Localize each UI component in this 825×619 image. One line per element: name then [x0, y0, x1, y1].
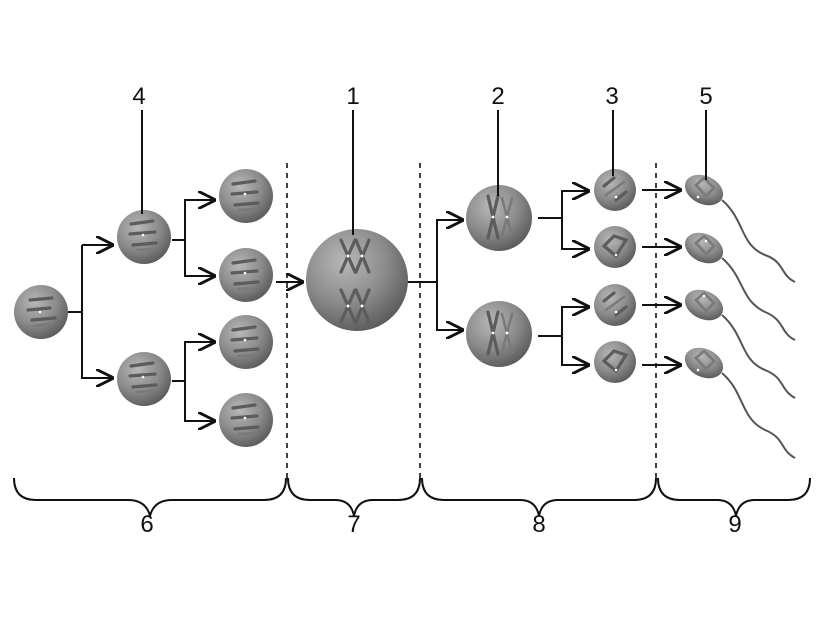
spermatid-4 [594, 341, 636, 383]
brace-stage-9 [657, 477, 811, 517]
label-6: 6 [140, 511, 153, 538]
label-2: 2 [491, 83, 504, 110]
sperm-4 [684, 347, 796, 459]
mitotic-cell-3c [219, 315, 273, 369]
brace-stage-8 [421, 477, 657, 517]
label-7: 7 [347, 511, 360, 538]
brace-stage-6 [13, 477, 287, 517]
brace-stage-7 [287, 477, 421, 517]
label-1: 1 [346, 83, 359, 110]
secondary-spermatocyte-top [466, 185, 532, 251]
spermatogonium-cell [14, 285, 68, 339]
label-9: 9 [728, 511, 741, 538]
spermatid-3 [594, 284, 636, 326]
sperm-3 [684, 289, 796, 399]
label-8: 8 [532, 511, 545, 538]
label-5: 5 [699, 83, 712, 110]
spermatid-1 [594, 169, 636, 211]
label-4: 4 [132, 83, 145, 110]
secondary-spermatocyte-bottom [466, 301, 532, 367]
mitotic-cell-3b [219, 248, 273, 302]
mitotic-cell-bottom [117, 352, 171, 406]
primary-spermatocyte-cell [306, 229, 408, 331]
sperm-1 [684, 174, 796, 283]
label-3: 3 [605, 83, 618, 110]
mitotic-cell-3d [219, 393, 273, 447]
spermatid-2 [594, 226, 636, 268]
mitotic-cell-3a [219, 169, 273, 223]
sperm-2 [684, 232, 796, 341]
mitotic-cell-top [117, 210, 171, 264]
connectors [68, 190, 680, 421]
